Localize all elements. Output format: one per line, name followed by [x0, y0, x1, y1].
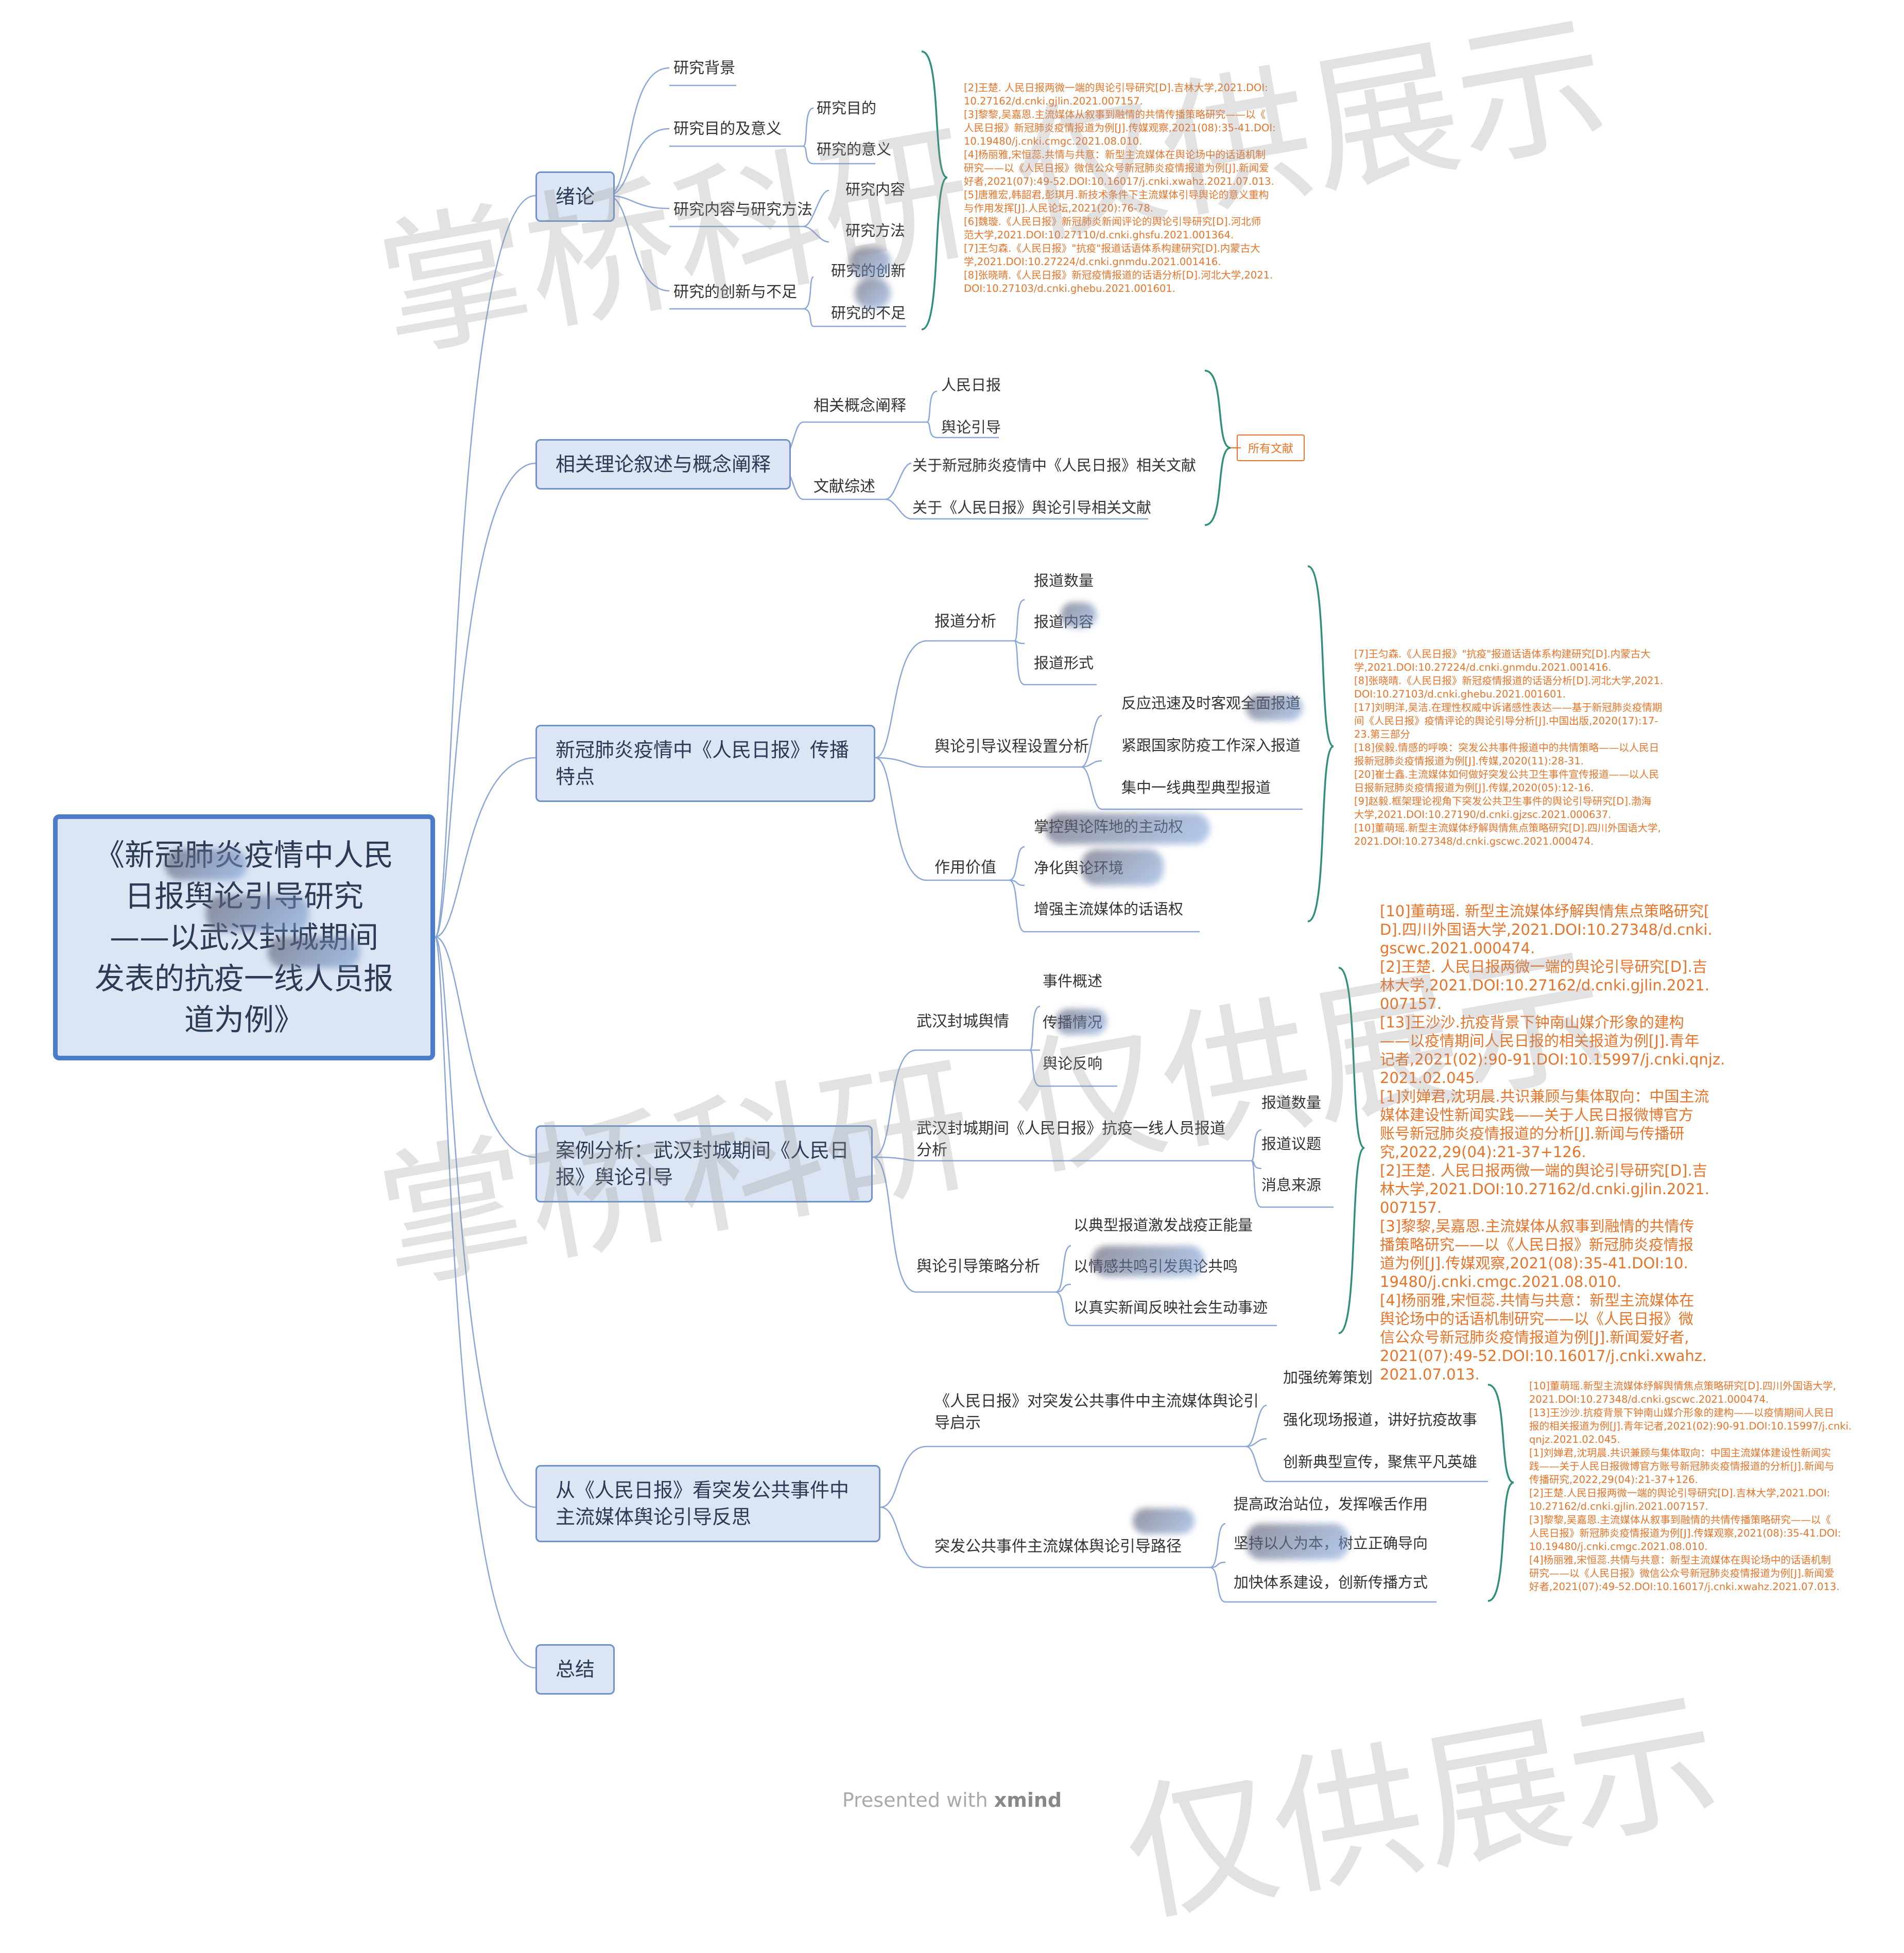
leaf-spread-status[interactable]: 传播情况 [1043, 1014, 1103, 1031]
leaf-onsite-reporting[interactable]: 强化现场报道，讲好抗疫故事 [1283, 1411, 1478, 1428]
subtopic-content-methods[interactable]: 研究内容与研究方法 [673, 201, 812, 219]
leaf-typical-reports[interactable]: 以典型报道激发战疫正能量 [1074, 1216, 1253, 1234]
root-title-line: 发表的抗疫一线人员报 [94, 961, 393, 996]
leaf-control-initiative[interactable]: 掌控舆论阵地的主动权 [1034, 818, 1184, 835]
topic-case-analysis[interactable]: 案例分析：武汉封城期间《人民日报》舆论引导 [535, 1125, 873, 1202]
leaf-guidance-literature[interactable]: 关于《人民日报》舆论引导相关文献 [912, 499, 1152, 516]
reference-note: [10]董萌瑶. 新型主流媒体纾解舆情焦点策略研究[ D].四川外国语大学,20… [1380, 902, 1725, 1383]
subtopic-value[interactable]: 作用价值 [934, 859, 996, 877]
leaf-report-form[interactable]: 报道形式 [1034, 654, 1094, 672]
subtopic-inspiration[interactable]: 《人民日报》对突发公共事件中主流媒体舆论引 导启示 [934, 1391, 1259, 1434]
leaf-report-topic[interactable]: 报道议题 [1261, 1135, 1322, 1153]
reference-note: [10]董萌瑶.新型主流媒体纾解舆情焦点策略研究[D].四川外国语大学, 202… [1529, 1380, 1852, 1593]
subtopic-research-background[interactable]: 研究背景 [673, 59, 735, 77]
leaf-public-reaction[interactable]: 舆论反响 [1043, 1055, 1103, 1072]
subtopic-label-line: 导启示 [934, 1414, 981, 1432]
subtopic-concept-explanation[interactable]: 相关概念阐释 [813, 397, 906, 415]
leaf-report-content[interactable]: 报道内容 [1034, 613, 1094, 631]
xmind-logo-text: xmind [994, 1789, 1062, 1811]
leaf-system-innovation[interactable]: 加快体系建设，创新传播方式 [1234, 1574, 1428, 1591]
leaf-people-oriented[interactable]: 坚持以人为本，树立正确导向 [1234, 1534, 1428, 1552]
topic-communication-features[interactable]: 新冠肺炎疫情中《人民日报》传播特点 [535, 725, 875, 802]
presented-with-footer: Presented with xmind [0, 1789, 1904, 1811]
leaf-ordinary-heroes[interactable]: 创新典型宣传，聚焦平凡英雄 [1283, 1453, 1478, 1471]
topic-label: 绪论 [556, 185, 595, 208]
topic-theory-concepts[interactable]: 相关理论叙述与概念阐释 [535, 439, 791, 490]
topic-introduction[interactable]: 绪论 [535, 171, 615, 222]
subtopic-report-analysis[interactable]: 报道分析 [934, 613, 996, 631]
topic-label: 总结 [556, 1658, 595, 1681]
topic-reflection[interactable]: 从《人民日报》看突发公共事件中主流媒体舆论引导反思 [535, 1465, 880, 1542]
leaf-innovation[interactable]: 研究的创新 [831, 262, 906, 280]
topic-label: 从《人民日报》看突发公共事件中主流媒体舆论引导反思 [556, 1479, 850, 1528]
leaf-frontline-typical[interactable]: 集中一线典型典型报道 [1121, 779, 1271, 796]
leaf-real-news[interactable]: 以真实新闻反映社会生动事迹 [1074, 1299, 1268, 1316]
leaf-research-methods[interactable]: 研究方法 [845, 222, 906, 239]
leaf-purify-environment[interactable]: 净化舆论环境 [1034, 859, 1124, 877]
leaf-follow-policy[interactable]: 紧跟国家防疫工作深入报道 [1121, 737, 1301, 754]
subtopic-wuhan-lockdown[interactable]: 武汉封城舆情 [916, 1013, 1009, 1031]
leaf-peoples-daily[interactable]: 人民日报 [941, 376, 1001, 394]
leaf-strengthen-discourse[interactable]: 增强主流媒体的话语权 [1034, 900, 1184, 918]
root-title-line: 《新冠肺炎疫情中人民 [94, 838, 393, 873]
topic-label: 相关理论叙述与概念阐释 [556, 453, 771, 476]
leaf-research-purpose[interactable]: 研究目的 [817, 99, 877, 117]
subtopic-innovation-shortcoming[interactable]: 研究的创新与不足 [673, 283, 797, 301]
leaf-public-opinion[interactable]: 舆论引导 [941, 418, 1001, 436]
reference-note: [7]王匀森.《人民日报》"抗疫"报道话语体系构建研究[D].内蒙古大 学,20… [1354, 648, 1664, 847]
root-title-line: 道为例》 [184, 1002, 304, 1037]
leaf-report-count[interactable]: 报道数量 [1034, 572, 1094, 589]
leaf-research-significance[interactable]: 研究的意义 [817, 141, 892, 158]
subtopic-guidance-path[interactable]: 突发公共事件主流媒体舆论引导路径 [934, 1538, 1182, 1556]
topic-conclusion[interactable]: 总结 [535, 1644, 615, 1695]
leaf-report-count[interactable]: 报道数量 [1261, 1094, 1322, 1111]
subtopic-purpose-significance[interactable]: 研究目的及意义 [673, 120, 782, 138]
subtopic-literature-review[interactable]: 文献综述 [813, 478, 875, 496]
leaf-news-source[interactable]: 消息来源 [1261, 1176, 1322, 1194]
topic-label: 新冠肺炎疫情中《人民日报》传播特点 [556, 739, 850, 788]
subtopic-frontline-report-analysis[interactable]: 武汉封城期间《人民日报》抗疫一线人员报道分析 [916, 1120, 1225, 1159]
leaf-political-stance[interactable]: 提高政治站位，发挥喉舌作用 [1234, 1495, 1428, 1513]
leaf-shortcoming[interactable]: 研究的不足 [831, 304, 906, 322]
leaf-rapid-response[interactable]: 反应迅速及时客观全面报道 [1121, 694, 1301, 712]
subtopic-strategy-analysis[interactable]: 舆论引导策略分析 [916, 1258, 1040, 1276]
reference-note: [2]王楚. 人民日报两微一端的舆论引导研究[D].吉林大学,2021.DOI:… [964, 82, 1276, 294]
root-title-line: 日报舆论引导研究 [124, 879, 364, 914]
leaf-coordination[interactable]: 加强统筹策划 [1283, 1369, 1373, 1386]
leaf-covid-literature[interactable]: 关于新冠肺炎疫情中《人民日报》相关文献 [912, 457, 1197, 474]
all-literature-tag[interactable]: 所有文献 [1237, 434, 1305, 461]
subtopic-label-line: 《人民日报》对突发公共事件中主流媒体舆论引 [934, 1392, 1259, 1410]
root-title-line: ——以武汉封城期间 [109, 920, 378, 955]
leaf-event-overview[interactable]: 事件概述 [1043, 972, 1103, 990]
footer-prefix: Presented with [842, 1789, 988, 1811]
topic-label: 案例分析：武汉封城期间《人民日报》舆论引导 [556, 1139, 850, 1189]
root-topic[interactable]: 《新冠肺炎疫情中人民 日报舆论引导研究 ——以武汉封城期间 发表的抗疫一线人员报… [53, 814, 435, 1060]
subtopic-agenda-setting[interactable]: 舆论引导议程设置分析 [934, 738, 1089, 756]
leaf-emotional-resonance[interactable]: 以情感共鸣引发舆论共鸣 [1074, 1258, 1238, 1275]
connector-lines [434, 50, 1514, 1669]
leaf-research-content[interactable]: 研究内容 [845, 181, 906, 198]
